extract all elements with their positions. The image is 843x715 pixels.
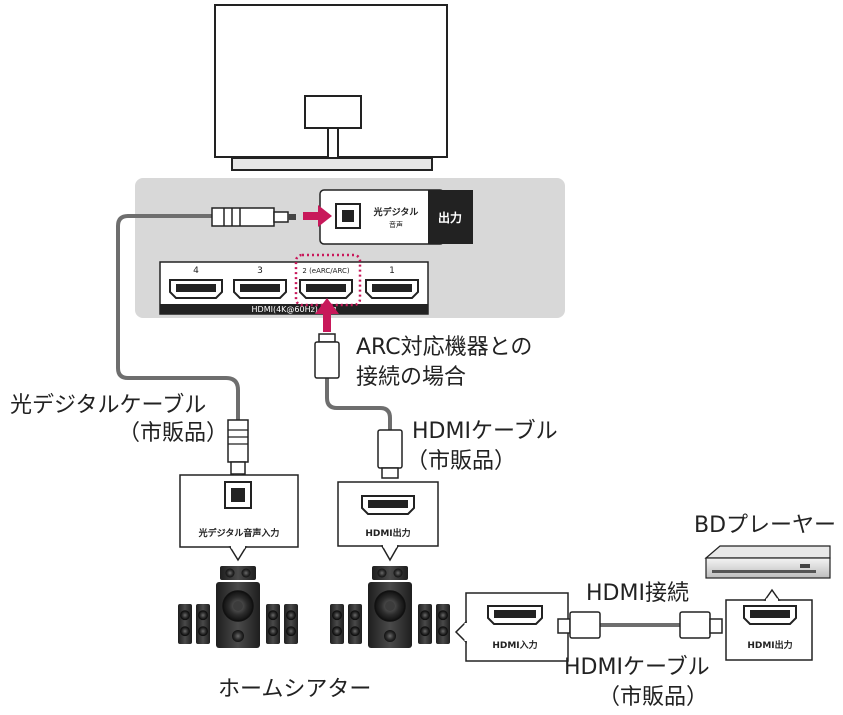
hdmi-port-slot	[372, 284, 412, 292]
home-theater-label: ホームシアター	[218, 677, 372, 702]
hdmi-strip-label-bar	[160, 304, 428, 314]
hdmi-input-callout: HDMI入力	[454, 592, 569, 662]
hdmi-cable-bd	[557, 611, 723, 639]
hdmi-port-slot	[176, 284, 216, 292]
hdmi-port-label: 4	[193, 266, 199, 276]
satellite-speaker	[436, 604, 450, 644]
bd-hdmi-output-label: HDMI出力	[747, 639, 792, 651]
satellite-speaker	[418, 604, 432, 644]
arc-note-line2: 接続の場合	[356, 365, 467, 390]
hdmi-output-callout: HDMI出力	[337, 481, 439, 562]
hdmi-cable2-label-line2: （市販品）	[598, 685, 709, 710]
optical-port-label-1: 光デジタル	[373, 206, 419, 218]
satellite-speaker	[266, 604, 280, 644]
hdmi-cable-arc	[314, 333, 403, 479]
satellite-speaker	[330, 604, 344, 644]
tv	[214, 4, 448, 171]
hdmi-port-slot	[240, 284, 280, 292]
center-speaker	[372, 566, 408, 580]
bd-hdmi-output-callout: HDMI出力	[725, 588, 813, 661]
hdmi-cable-label-line1: HDMIケーブル	[412, 419, 558, 444]
optical-input-label: 光デジタル音声入力	[198, 527, 280, 539]
hdmi-cable-label-line2: （市販品）	[406, 449, 517, 474]
optical-cable-label-line1: 光デジタルケーブル	[10, 393, 207, 418]
bd-player-label: BDプレーヤー	[694, 513, 837, 538]
arc-port-highlight	[294, 253, 362, 307]
hdmi-cable2-label-line1: HDMIケーブル	[564, 655, 710, 680]
home-theater-speakers	[178, 566, 450, 648]
satellite-speaker	[284, 604, 298, 644]
satellite-speaker	[348, 604, 362, 644]
satellite-speaker	[196, 604, 210, 644]
optical-arrow	[303, 205, 332, 227]
tv-rear-panel: 出力 光デジタル 音声 HDMI(4K@60Hz) 入力 4 3 2 (eARC/A…	[135, 178, 565, 332]
hdmi-output-label: HDMI出力	[365, 527, 410, 539]
hdmi-port-slot	[306, 284, 346, 292]
tv-stand-bracket	[304, 95, 362, 129]
hdmi-port-label: 2 (eARC/ARC)	[302, 267, 349, 275]
output-tab-label: 出力	[438, 210, 462, 225]
output-tab	[428, 190, 473, 244]
hdmi-arc-arrow	[315, 298, 339, 332]
hdmi-strip-label: HDMI(4K@60Hz) 入力	[252, 304, 337, 314]
arc-note-line1: ARC対応機器との	[356, 335, 533, 360]
hdmi-port-label: 1	[389, 266, 395, 276]
optical-port-label-2: 音声	[389, 220, 403, 229]
hdmi-input-label: HDMI入力	[492, 639, 537, 651]
bd-player	[704, 545, 831, 579]
tv-stand-base	[231, 157, 433, 171]
satellite-speaker	[178, 604, 192, 644]
optical-cable-label-line2: （市販品）	[118, 421, 229, 446]
center-speaker	[220, 566, 256, 580]
hdmi-port-label: 3	[257, 266, 263, 276]
optical-input-callout: 光デジタル音声入力	[179, 474, 299, 562]
optical-input-port	[224, 481, 252, 509]
hdmi-connection-label: HDMI接続	[586, 581, 689, 606]
optical-cable	[116, 207, 296, 484]
